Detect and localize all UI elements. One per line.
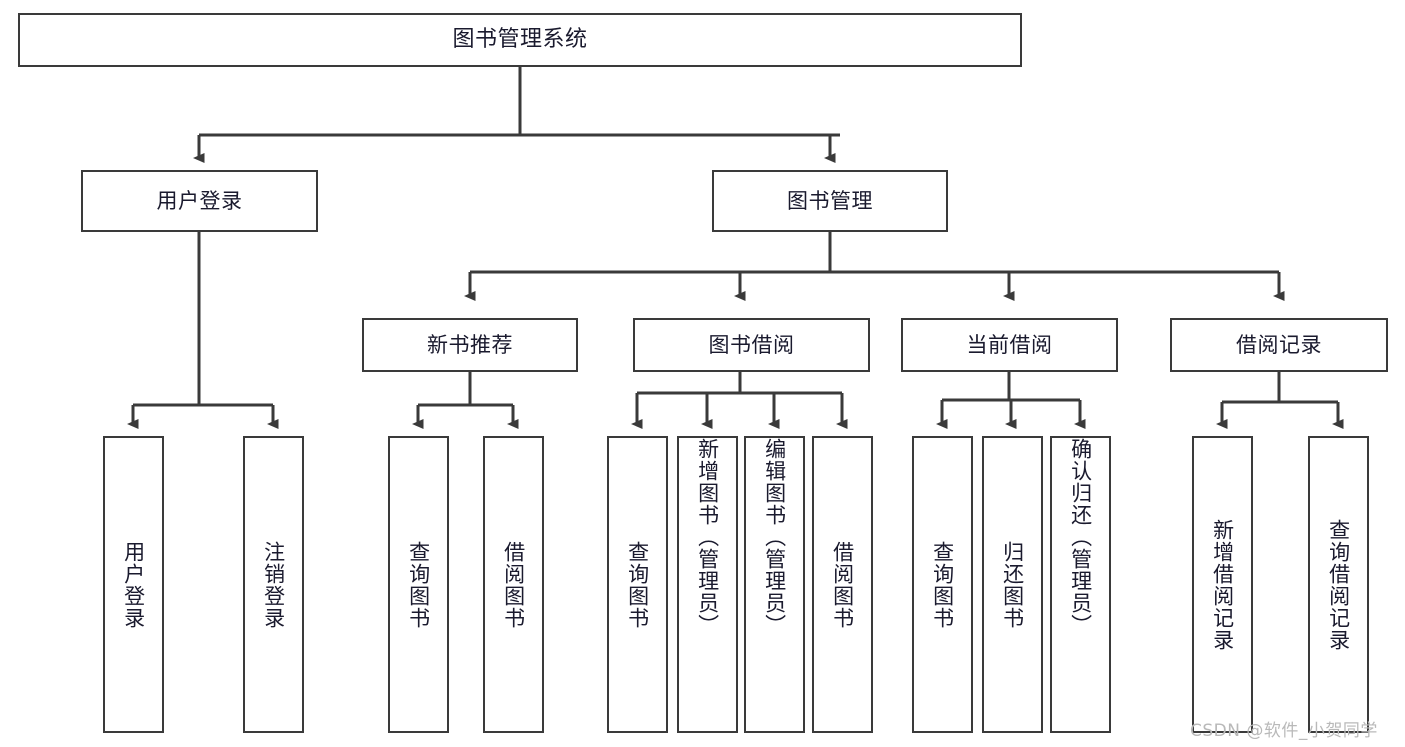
node-label: 新增图书（管理员）	[695, 438, 720, 636]
node-leaf-query-book-2[interactable]: 查询图书	[607, 436, 668, 733]
node-label: 用户登录	[156, 188, 243, 213]
node-book-borrow[interactable]: 图书借阅	[633, 318, 870, 372]
node-leaf-return-book[interactable]: 归还图书	[982, 436, 1043, 733]
node-label: 借阅图书	[830, 540, 855, 629]
node-label: 确认归还（管理员）	[1068, 438, 1093, 636]
node-user-login[interactable]: 用户登录	[81, 170, 318, 232]
node-label: 新增借阅记录	[1210, 518, 1235, 651]
node-borrow-record[interactable]: 借阅记录	[1170, 318, 1388, 372]
node-label: 用户登录	[121, 540, 146, 629]
node-leaf-query-book-3[interactable]: 查询图书	[912, 436, 973, 733]
node-label: 当前借阅	[966, 332, 1053, 357]
node-leaf-query-record[interactable]: 查询借阅记录	[1308, 436, 1369, 733]
node-root-system[interactable]: 图书管理系统	[18, 13, 1022, 67]
node-label: 查询借阅记录	[1326, 518, 1351, 651]
node-book-manage[interactable]: 图书管理	[712, 170, 948, 232]
node-label: 查询图书	[406, 540, 431, 629]
node-new-book-rec[interactable]: 新书推荐	[362, 318, 578, 372]
node-leaf-query-book-1[interactable]: 查询图书	[388, 436, 449, 733]
node-label: 新书推荐	[427, 332, 513, 357]
node-leaf-add-record[interactable]: 新增借阅记录	[1192, 436, 1253, 733]
node-leaf-logout[interactable]: 注销登录	[243, 436, 304, 733]
node-label: 图书借阅	[708, 332, 795, 357]
node-leaf-borrow-book-2[interactable]: 借阅图书	[812, 436, 873, 733]
node-leaf-edit-book[interactable]: 编辑图书（管理员）	[744, 436, 805, 733]
node-leaf-borrow-book-1[interactable]: 借阅图书	[483, 436, 544, 733]
node-leaf-confirm-return[interactable]: 确认归还（管理员）	[1050, 436, 1111, 733]
node-label: 编辑图书（管理员）	[762, 438, 787, 636]
node-current-borrow[interactable]: 当前借阅	[901, 318, 1118, 372]
node-label: 归还图书	[1000, 540, 1025, 629]
node-leaf-user-login[interactable]: 用户登录	[103, 436, 164, 733]
node-label: 借阅记录	[1236, 332, 1322, 357]
node-label: 图书管理系统	[452, 27, 588, 53]
node-leaf-add-book[interactable]: 新增图书（管理员）	[677, 436, 738, 733]
node-label: 借阅图书	[501, 540, 526, 629]
node-label: 查询图书	[930, 540, 955, 629]
csdn-watermark: CSDN @软件_小贺同学	[1190, 721, 1378, 741]
node-label: 注销登录	[261, 540, 286, 629]
node-label: 查询图书	[625, 540, 650, 629]
node-label: 图书管理	[787, 188, 873, 213]
